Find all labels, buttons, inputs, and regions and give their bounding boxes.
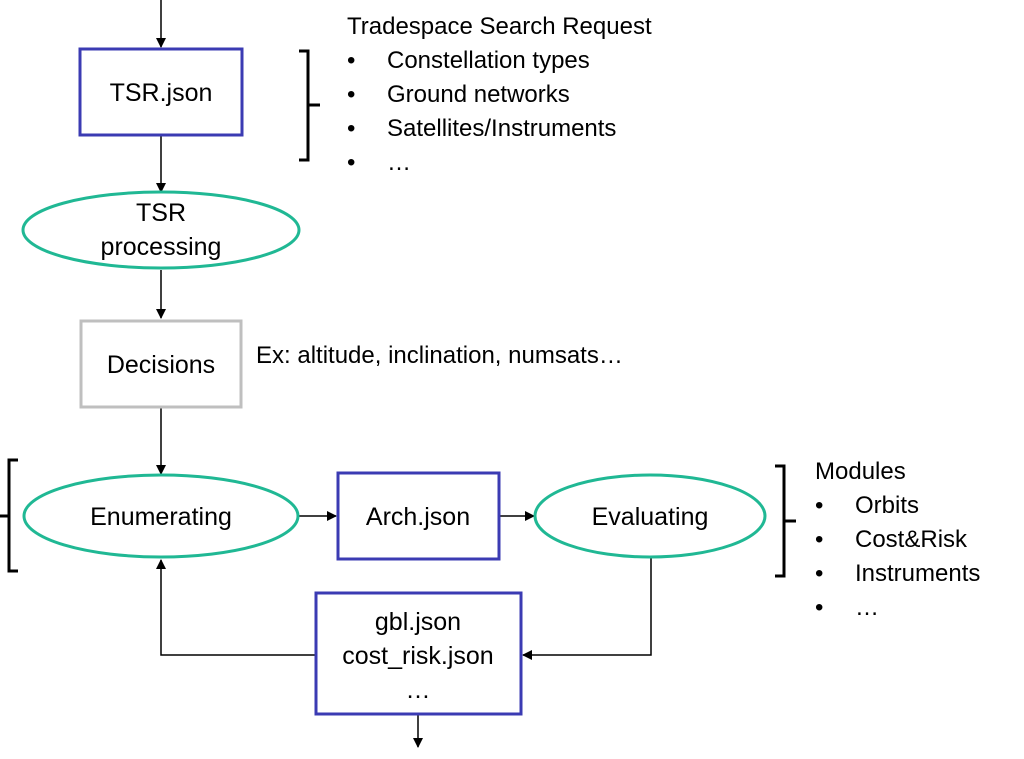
tsr-processing-ellipse bbox=[21, 190, 301, 270]
arch-json-box bbox=[336, 471, 501, 561]
tsr-note-bullet: • bbox=[347, 115, 355, 142]
tsr-note-item: Satellites/Instruments bbox=[387, 115, 616, 142]
tsr-json-box bbox=[78, 47, 244, 137]
enumerating-node: Enumerating bbox=[22, 473, 300, 559]
tsr-note-item: Constellation types bbox=[387, 47, 590, 74]
modules-note-item: Orbits bbox=[855, 492, 919, 519]
results-label-ellipsis: … bbox=[406, 676, 431, 704]
evaluating-node: Evaluating bbox=[533, 473, 767, 559]
evaluating-label: Evaluating bbox=[592, 503, 709, 531]
modules-note-item: … bbox=[855, 594, 879, 621]
tsr-processing-node: TSR processing bbox=[21, 190, 301, 270]
tsr-note: Tradespace Search Request • Constellatio… bbox=[347, 13, 652, 176]
modules-note-bullet: • bbox=[815, 492, 823, 519]
modules-note-bullet: • bbox=[815, 526, 823, 553]
tsr-note-bullet: • bbox=[347, 47, 355, 74]
results-label-cost-risk: cost_risk.json bbox=[342, 642, 493, 670]
arch-json-label: Arch.json bbox=[366, 503, 470, 531]
results-label-gbl: gbl.json bbox=[375, 608, 461, 636]
enumerating-label: Enumerating bbox=[90, 503, 232, 531]
results-node: gbl.json cost_risk.json … bbox=[314, 591, 523, 716]
decisions-label: Decisions bbox=[107, 351, 215, 379]
tsr-json-node: TSR.json bbox=[78, 47, 244, 137]
enumerating-ellipse bbox=[22, 473, 300, 559]
tsr-note-item: Ground networks bbox=[387, 81, 570, 108]
modules-note: Modules • Orbits • Cost&Risk • Instrumen… bbox=[815, 458, 980, 621]
results-box bbox=[314, 591, 523, 716]
tsr-note-bullet: • bbox=[347, 149, 355, 176]
tsr-note-bullet: • bbox=[347, 81, 355, 108]
tsr-processing-label-line1: TSR bbox=[136, 199, 186, 227]
enumerating-left-bracket bbox=[0, 458, 18, 573]
tsr-note-title: Tradespace Search Request bbox=[347, 13, 652, 40]
evaluating-to-results-arrow bbox=[522, 557, 652, 660]
modules-bracket bbox=[775, 464, 796, 578]
decisions-node: Decisions bbox=[79, 319, 243, 409]
modules-note-bullet: • bbox=[815, 560, 823, 587]
evaluating-ellipse bbox=[533, 473, 767, 559]
tsr-processing-label-line2: processing bbox=[101, 233, 222, 261]
modules-note-item: Instruments bbox=[855, 560, 980, 587]
decisions-example-note: Ex: altitude, inclination, numsats… bbox=[256, 342, 623, 369]
modules-note-item: Cost&Risk bbox=[855, 526, 968, 553]
modules-note-title: Modules bbox=[815, 458, 906, 485]
tsr-bracket bbox=[299, 49, 320, 162]
decisions-box bbox=[79, 319, 243, 409]
modules-note-bullet: • bbox=[815, 594, 823, 621]
tsr-json-label: TSR.json bbox=[110, 79, 213, 107]
arch-json-node: Arch.json bbox=[336, 471, 501, 561]
tsr-note-item: … bbox=[387, 149, 411, 176]
results-to-enumerating-arrow bbox=[156, 559, 316, 656]
